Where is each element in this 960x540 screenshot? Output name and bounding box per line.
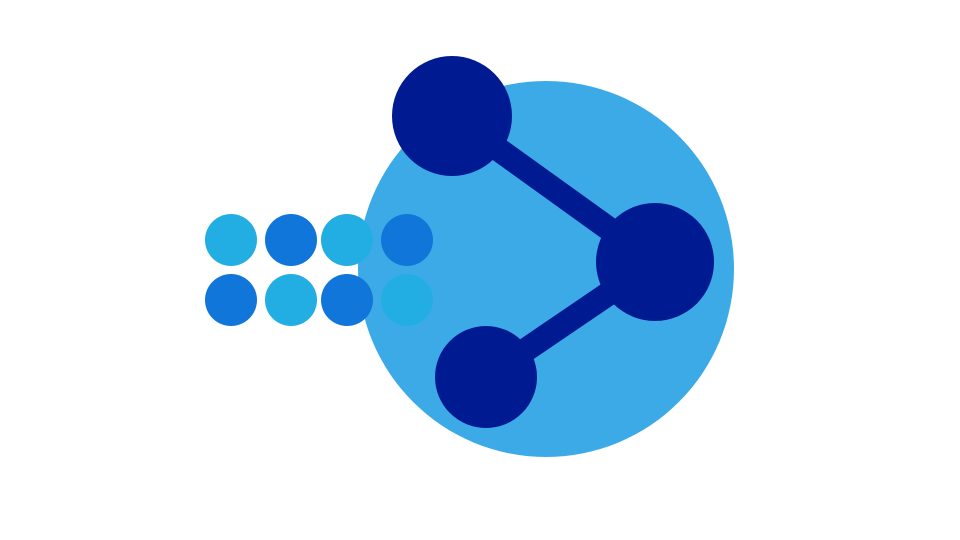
dot-dark [265, 214, 317, 266]
dot-dark [205, 274, 257, 326]
dot-grid [205, 214, 433, 326]
dot-light [321, 214, 373, 266]
dot-dark [321, 274, 373, 326]
dot-light [205, 214, 257, 266]
dot-light [265, 274, 317, 326]
node-right [596, 203, 714, 321]
node-top [392, 56, 512, 176]
node-bottom [435, 326, 537, 428]
dot-dark [381, 214, 433, 266]
network-nodes [392, 56, 714, 428]
dot-light [381, 274, 433, 326]
